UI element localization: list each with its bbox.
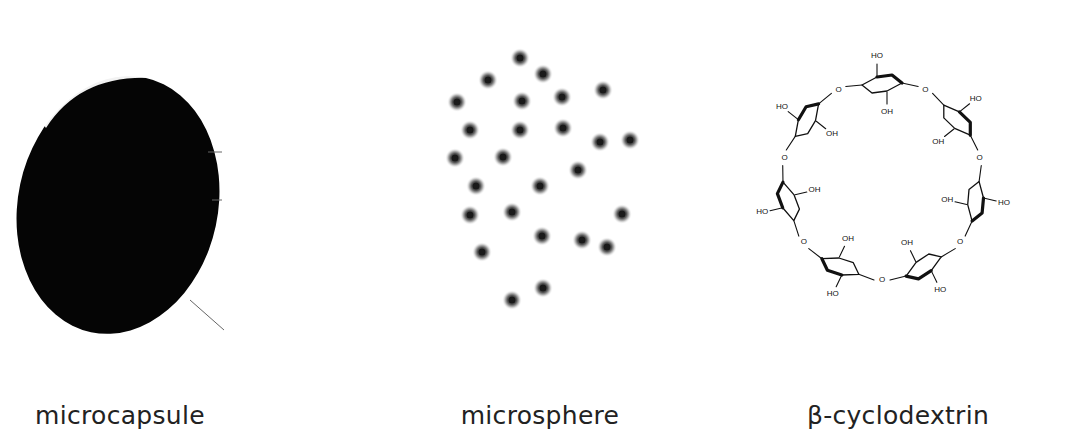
cyclodextrin-structure xyxy=(770,64,996,287)
figure-caption: β-cyclodextrin xyxy=(807,401,989,430)
atom-label: HO xyxy=(933,286,947,294)
atom-label: O xyxy=(834,86,842,94)
microcapsule-figure xyxy=(0,57,243,353)
atom-label: O xyxy=(921,86,929,94)
microsphere-figure xyxy=(445,48,640,310)
atom-label: OH xyxy=(808,186,822,194)
atom-label: OH xyxy=(931,138,945,146)
atom-label: OH xyxy=(900,239,914,247)
atom-label: OH xyxy=(940,196,954,204)
atom-label: OH xyxy=(841,235,855,243)
atom-label: O xyxy=(780,154,788,162)
figure-caption: microsphere xyxy=(461,401,620,430)
atom-label: HO xyxy=(826,290,840,298)
atom-label: HO xyxy=(997,199,1011,207)
atom-label: HO xyxy=(969,95,983,103)
atom-label: HO xyxy=(775,103,789,111)
atom-label: O xyxy=(975,154,983,162)
atom-label: OH xyxy=(880,108,894,116)
atom-label: HO xyxy=(870,52,884,60)
atom-label: O xyxy=(800,238,808,246)
atom-label: O xyxy=(878,276,886,284)
figure-caption: microcapsule xyxy=(35,401,205,430)
atom-label: O xyxy=(956,238,964,246)
atom-label: OH xyxy=(825,130,839,138)
atom-label: HO xyxy=(755,208,769,216)
